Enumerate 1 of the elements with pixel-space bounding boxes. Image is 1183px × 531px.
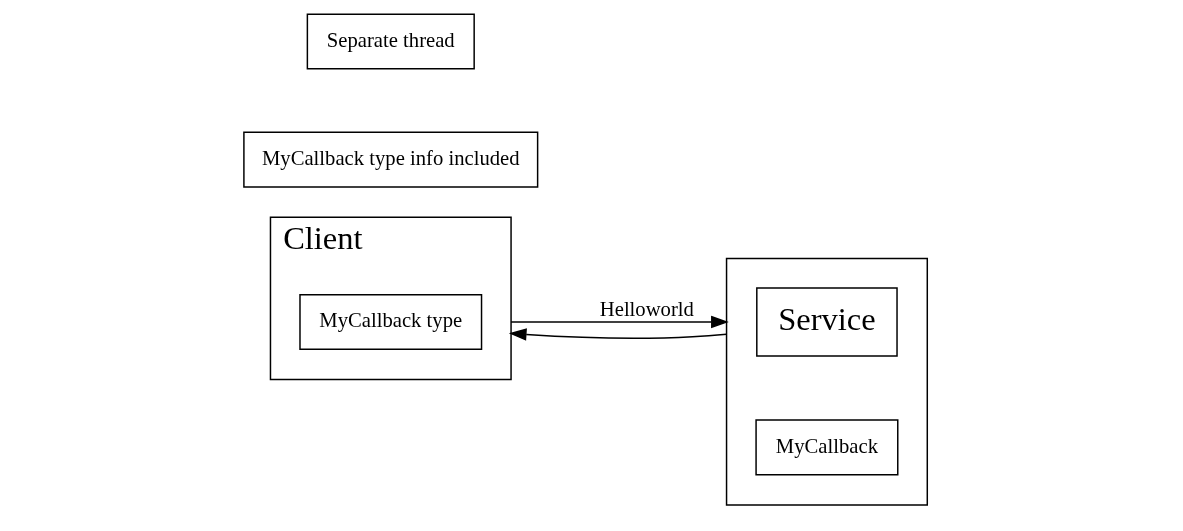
edge-label: Helloworld (599, 298, 694, 321)
